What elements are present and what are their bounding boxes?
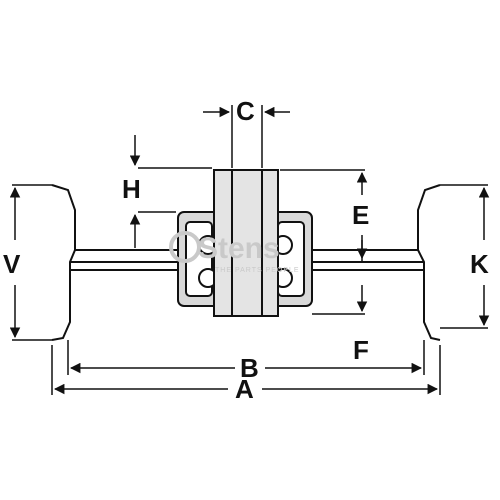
stens-watermark: Stens THE PARTS PEOPLE: [169, 231, 300, 274]
label-f: F: [353, 335, 369, 365]
label-e: E: [352, 200, 369, 230]
bearing-housing: [177, 211, 313, 307]
label-c: C: [236, 96, 255, 126]
center-hub: [213, 169, 279, 317]
dimension-lines: [9, 105, 490, 395]
label-h: H: [122, 174, 141, 204]
pulley-outline: [51, 184, 441, 341]
watermark-brand: Stens: [198, 232, 280, 265]
watermark-tagline: THE PARTS PEOPLE: [215, 267, 300, 274]
label-a: A: [235, 374, 254, 404]
label-k: K: [470, 249, 489, 279]
label-b: B: [240, 353, 259, 383]
label-v: V: [3, 249, 21, 279]
